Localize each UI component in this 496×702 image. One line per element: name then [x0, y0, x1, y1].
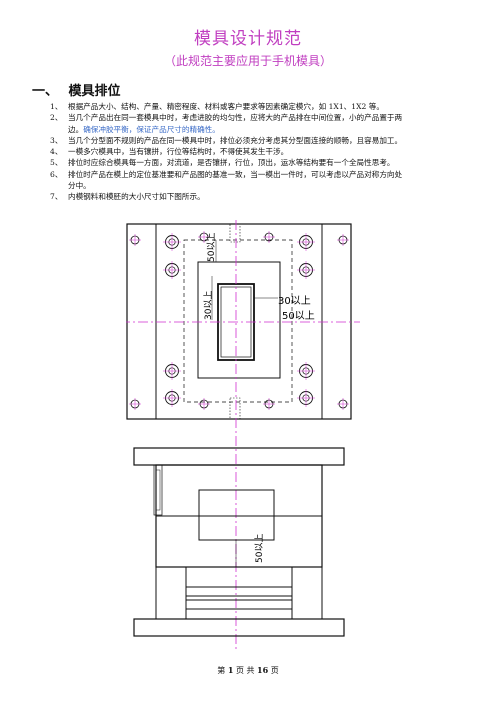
section-number: 一、 — [32, 84, 59, 99]
section-heading: 一、 模具排位 — [32, 80, 121, 99]
mold-drawing: 50以上 30以上 30以上 50以上 50以上 — [126, 220, 360, 650]
dim-right-label-2: 50以上 — [282, 310, 315, 322]
dim-top-label: 50以上 — [206, 233, 217, 262]
page-number: 1 — [227, 665, 234, 675]
page-total: 16 — [257, 665, 269, 675]
list-item: 2、 当几个产品出在同一套模具中时，考虑进胶的均匀性，应将大的产品排在中间位置，… — [50, 113, 403, 134]
list-item: 7、 内模钢料和模胚的大小尺寸如下图所示。 — [50, 192, 205, 202]
dim-right-label-1: 30以上 — [278, 295, 311, 307]
list-item: 6、 排位时产品在模上的定位基准要和产品图的基准一致，当一模出一件时，可以考虑以… — [50, 169, 403, 191]
page-footer: 第 1 页 共 16 页 — [217, 665, 279, 675]
document-subtitle: （此规范主要应用于手机模具） — [163, 54, 332, 68]
section-title: 模具排位 — [68, 84, 121, 99]
highlight-text: 确保冲胶平衡，保证产品尺寸的精确性。 — [83, 124, 220, 134]
document-title: 模具设计规范 — [194, 29, 302, 49]
list-item: 5、 排位时应综合模具每一方面，对流道，是否镶拼，行位，顶出，运水等结构要有一个… — [50, 158, 395, 168]
top-view: 50以上 30以上 30以上 50以上 — [126, 220, 360, 650]
side-view: 50以上 — [133, 447, 345, 637]
list-item: 4、 一模多穴模具中，当有镶拼，行位等结构时，不得使其发生干涉。 — [50, 147, 289, 157]
list-item: 1、 根据产品大小、结构、产量、精密程度、材料或客户要求等因素确定模穴，如 1X… — [50, 102, 384, 111]
dim-left-label: 30以上 — [203, 291, 214, 320]
dim-bottom-label: 50以上 — [254, 534, 265, 563]
rule-list: 1、 根据产品大小、结构、产量、精密程度、材料或客户要求等因素确定模穴，如 1X… — [50, 101, 470, 203]
list-item: 3、 当几个分型面不规则的产品在同一模具中时，排位必须充分考虑其分型面连接的顺畅… — [50, 135, 403, 145]
